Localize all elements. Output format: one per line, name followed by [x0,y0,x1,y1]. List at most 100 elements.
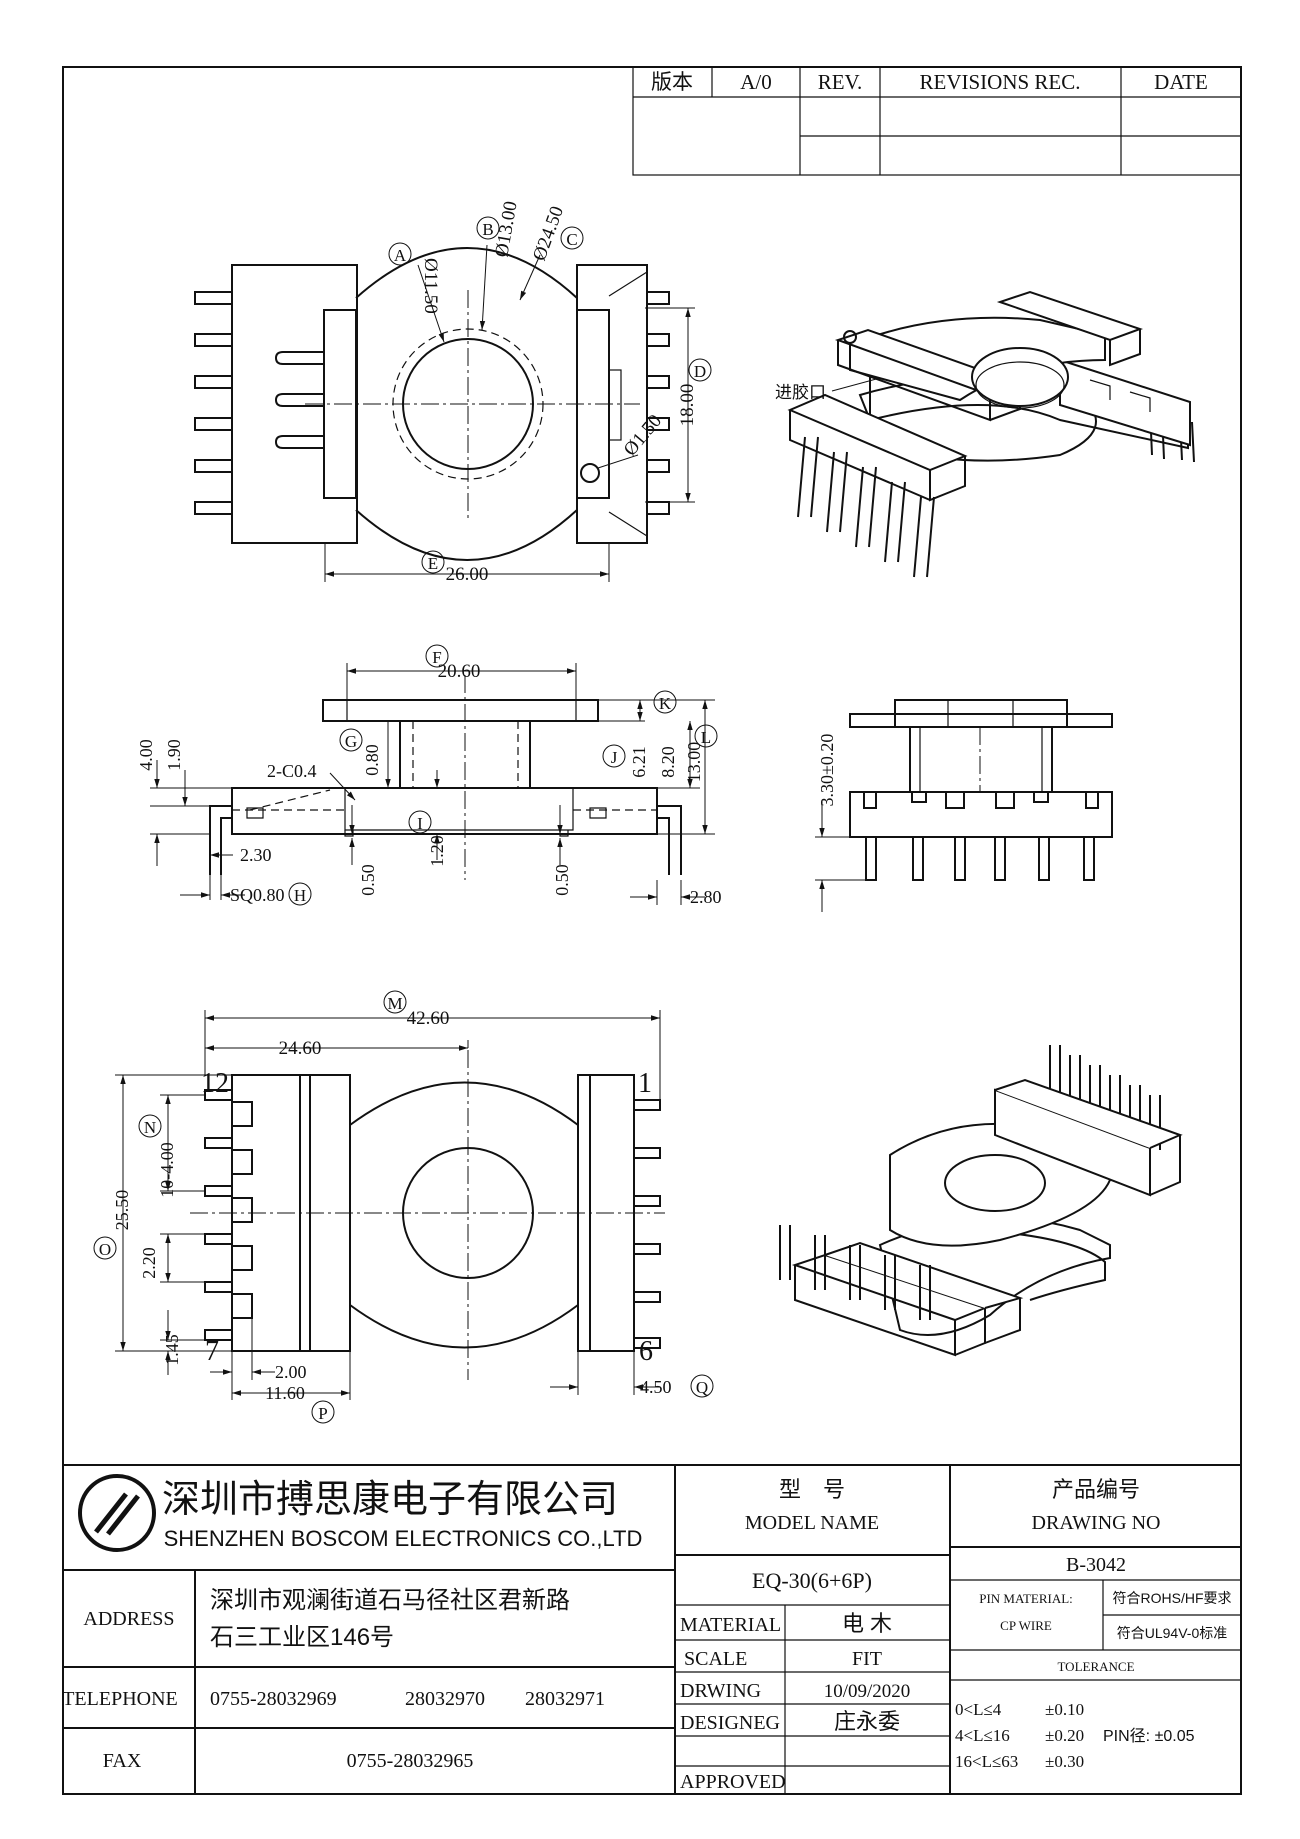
callout-a: A [394,246,407,265]
ul-note: 符合UL94V-0标准 [1117,1625,1227,1641]
front-view: 3.30±0.20 [815,699,1113,912]
dim-24-60-value: 24.60 [279,1038,322,1059]
revisions-label: REVISIONS REC. [919,70,1080,94]
callout-l: L [701,728,711,747]
tol-3-value: ±0.30 [1045,1752,1084,1771]
dim-m-value: 42.60 [407,1008,450,1029]
dim-0-50-right: 0.50 [552,864,572,896]
top-view: A Ø11.50 B Ø13.00 C Ø24.50 D 18.00 E 26.… [194,200,712,585]
date-label: DATE [1154,70,1208,94]
dim-height-value: 3.30±0.20 [817,734,837,807]
side-view: F 20.60 K J 6.21 8.20 13.00 L G 0.80 2-C… [136,644,722,907]
material-label: MATERIAL [680,1614,781,1636]
callout-e: E [428,554,438,573]
designeg-value: 庄永委 [834,1709,900,1734]
telephone-label: TELEPHONE [62,1688,178,1710]
dim-e-value: 26.00 [446,564,489,585]
rev-version-label: 版本 [651,70,693,94]
iso-view-bottom [779,1045,1183,1357]
callout-g: G [345,732,357,751]
callout-h: H [294,886,306,905]
revision-table: 版本 A/0 REV. REVISIONS REC. DATE [632,66,1242,176]
address-line-2: 石三工业区146号 [210,1624,394,1651]
drwing-value: 10/09/2020 [824,1681,911,1702]
dim-1-90-value: 1.90 [164,739,184,771]
tol-1-range: 0<L≤4 [955,1700,1002,1719]
callout-p: P [318,1404,327,1423]
callout-i: I [417,814,423,833]
rev-version-value: A/0 [740,70,772,94]
tol-3-range: 16<L≤63 [955,1752,1018,1771]
dim-2-30-value: 2.30 [240,845,272,865]
pin-material-value: CP WIRE [1000,1618,1052,1633]
dim-j-value: 6.21 [629,746,649,778]
dim-i-value: 1.20 [427,835,447,867]
scale-label: SCALE [684,1648,747,1670]
telephone-3: 28032971 [525,1688,605,1710]
dim-q-value: 4.50 [640,1377,672,1397]
material-value: 电 木 [842,1611,892,1636]
dim-2-00-value: 2.00 [275,1362,307,1382]
pin-material-label: PIN MATERIAL: [979,1591,1073,1606]
model-label-en: MODEL NAME [745,1512,879,1534]
dim-b-value: Ø13.00 [491,200,521,259]
pin-1-label: 1 [638,1068,652,1099]
drawing-label-cn: 产品编号 [1052,1477,1140,1502]
drwing-label: DRWING [680,1680,761,1702]
dim-1-45-value: 1.45 [162,1334,182,1366]
dim-p-value: 11.60 [265,1383,305,1403]
tolerance-label: TOLERANCE [1057,1659,1134,1674]
address-label: ADDRESS [83,1608,174,1630]
scale-value: FIT [852,1648,882,1670]
approved-label: APPROVED [680,1771,786,1793]
dim-o-value: 25.50 [112,1190,132,1231]
title-block: 深圳市搏思康电子有限公司 SHENZHEN BOSCOM ELECTRONICS… [62,1464,1241,1794]
pin-6-label: 6 [639,1336,653,1367]
designeg-label: DESIGNEG [680,1712,780,1734]
dim-2-80-value: 2.80 [690,887,722,907]
rohs-note: 符合ROHS/HF要求 [1113,1590,1232,1606]
pin-12-label: 12 [201,1068,229,1099]
fax-label: FAX [103,1750,142,1772]
callout-k: K [659,694,672,713]
callout-f: F [432,648,441,667]
dim-4-00-value: 4.00 [136,739,156,771]
rev-label: REV. [818,70,863,94]
company-logo [78,1474,156,1552]
callout-b: B [482,220,493,239]
dim-g-value: 0.80 [362,744,382,776]
pin-diameter-tolerance: PIN径: ±0.05 [1103,1727,1195,1745]
tol-2-value: ±0.20 [1045,1726,1084,1745]
callout-q: Q [696,1378,708,1397]
callout-m: M [387,994,402,1013]
gate-label: 进胶口 [775,383,826,402]
dim-0-50-left: 0.50 [358,864,378,896]
model-label-cn: 型 号 [779,1477,845,1502]
dim-l-value: 13.00 [684,742,704,783]
callout-j: J [611,748,618,767]
bottom-view: M 42.60 24.60 12 1 7 6 O 25.50 N 10-4.00… [93,990,714,1424]
dim-8-20-value: 8.20 [658,746,678,778]
chamfer-label: 2-C0.4 [267,761,317,781]
dim-d-value: 18.00 [677,384,698,427]
tol-2-range: 4<L≤16 [955,1726,1010,1745]
tol-1-value: ±0.10 [1045,1700,1084,1719]
address-line-1: 深圳市观澜街道石马径社区君新路 [210,1587,570,1614]
telephone-2: 28032970 [405,1688,485,1710]
dim-h-value: SQ0.80 [230,885,285,905]
company-name-en: SHENZHEN BOSCOM ELECTRONICS CO.,LTD [164,1526,643,1551]
dim-n-value: 10-4.00 [157,1142,177,1198]
fax-value: 0755-28032965 [347,1750,474,1772]
iso-view-top: 进胶口 [775,290,1195,578]
dim-f-value: 20.60 [438,661,481,682]
telephone-1: 0755-28032969 [210,1688,337,1710]
callout-o: O [99,1240,111,1259]
model-value: EQ-30(6+6P) [752,1568,872,1593]
callout-c: C [566,230,577,249]
callout-d: D [694,362,706,381]
drawing-label-en: DRAWING NO [1032,1512,1161,1534]
dim-2-20-value: 2.20 [139,1247,159,1279]
company-name-cn: 深圳市搏思康电子有限公司 [162,1479,618,1521]
callout-n: N [144,1118,156,1137]
